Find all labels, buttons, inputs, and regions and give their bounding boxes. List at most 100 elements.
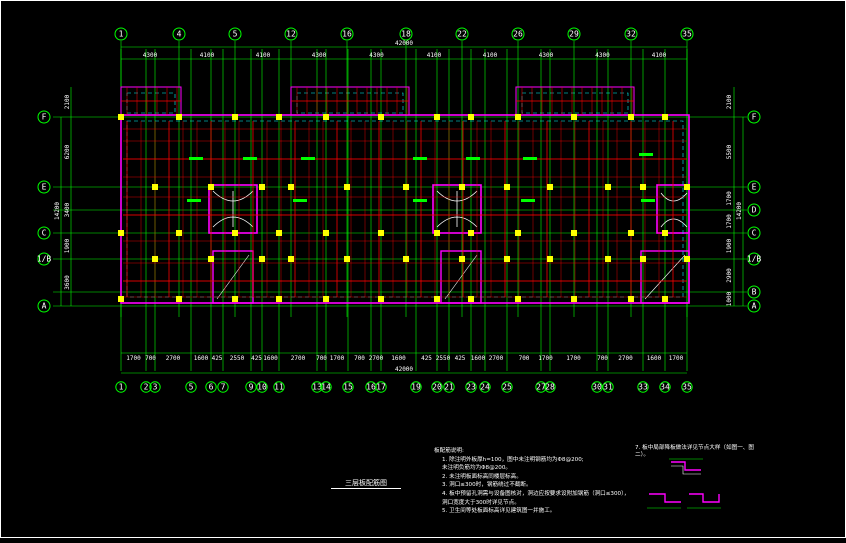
column [662,230,668,236]
column [628,296,634,302]
axis-label: 18 [401,30,411,39]
axis-bubble [273,381,285,393]
dimension-label: 1600 [194,355,209,362]
row-label: C [752,229,757,238]
column [640,256,646,262]
column [323,230,329,236]
column [628,230,634,236]
rebar-tag [523,157,537,160]
column [232,230,238,236]
dimension-label: 1700 [726,191,733,206]
dimension-label: 2900 [726,268,733,283]
column [640,184,646,190]
dimension-label: 2100 [726,94,733,109]
column [118,230,124,236]
column [344,256,350,262]
axis-label: 35 [682,30,692,39]
dimension-label: 700 [316,355,327,362]
dimension-label: 5500 [726,144,733,159]
axis-bubble [245,381,257,393]
row-label: D [752,206,757,215]
axis-bubble [567,27,581,41]
axis-bubble [217,381,229,393]
axis-label: 7 [221,383,226,392]
column [323,296,329,302]
row-label: C [42,229,47,238]
column [547,256,553,262]
column [276,114,282,120]
note-item: 3. 洞口≤300时，钢筋绕过不截断。 [442,482,532,489]
axis-bubble [228,27,242,41]
column [232,114,238,120]
axis-label: 5 [233,30,238,39]
dimension-label: 1700 [669,355,684,362]
axis-label: 11 [274,383,284,392]
slab-step-detail [647,458,721,509]
axis-label: 25 [502,383,512,392]
column [515,230,521,236]
row-bubble [37,299,51,313]
dimension-label: 1700 [726,214,733,229]
note-item: 5. 卫生间等处板面标高详见建筑图一并施工。 [442,508,556,515]
column [152,256,158,262]
rebar-tag [187,199,201,202]
axis-label: 14 [321,383,331,392]
axis-bubble [399,27,413,41]
rebar-tag [413,199,427,202]
column [118,114,124,120]
axis-label: 21 [444,383,454,392]
dimension-label: 2550 [230,355,245,362]
column [605,256,611,262]
axis-label: 34 [660,383,670,392]
dimension-label: 1900 [726,238,733,253]
dimension-label: 425 [421,355,432,362]
axis-bubble [431,381,443,393]
rebar-tag [243,157,257,160]
dimension-label: 700 [519,355,530,362]
dimension-label: 700 [597,355,608,362]
axis-label: 1 [119,30,124,39]
row-label: A [752,302,757,311]
axis-label: 16 [342,30,352,39]
column [571,230,577,236]
axis-label: 30 [592,383,602,392]
axis-label: 22 [457,30,467,39]
dimension-label: 2100 [64,94,71,109]
axis-bubble [115,381,127,393]
rebar-tag [466,157,480,160]
axis-bubble [535,381,547,393]
building-walls [120,86,690,304]
axis-label: 28 [545,383,555,392]
axis-bubble [681,381,693,393]
row-label: 1/B [37,255,52,264]
axis-bubble [511,27,525,41]
column [259,184,265,190]
row-label: B [752,288,757,297]
column [684,184,690,190]
axis-label: 33 [638,383,648,392]
column [434,230,440,236]
column [176,230,182,236]
axis-bubble [659,381,671,393]
dimension-label: 6200 [64,144,71,159]
detail-note: 7. 板中局部降板做法详见节点大样（如图一、图二）。 [635,445,754,458]
column [515,114,521,120]
column [662,114,668,120]
total-width-label: 42000 [395,40,413,47]
note-item: 未注明负筋均为Φ8@200。 [442,465,511,472]
rebar-lines [121,87,687,298]
axis-bubble [311,381,323,393]
row-label: F [752,113,757,122]
axis-label: 27 [536,383,546,392]
dimension-label: 2700 [618,355,633,362]
rebar-tag [189,157,203,160]
dimension-label: 1700 [330,355,345,362]
drawing-title: 三层板配筋图 [331,478,401,489]
axis-label: 15 [343,383,353,392]
column [504,184,510,190]
dimension-label: 2700 [291,355,306,362]
column [459,184,465,190]
